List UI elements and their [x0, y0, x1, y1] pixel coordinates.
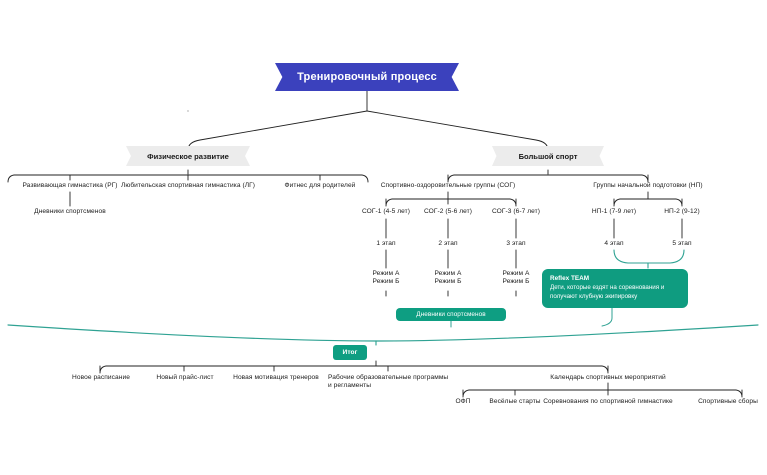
branch-node-label: Физическое развитие: [147, 151, 229, 161]
node-label: СОГ-1 (4-5 лет): [361, 208, 411, 215]
node-calendar-fun-starts[interactable]: Весёлые старты: [482, 398, 548, 406]
node-label: Календарь спортивных мероприятий: [550, 374, 666, 381]
node-modes-2[interactable]: Режим А Режим Б: [422, 270, 474, 287]
node-label: ОФП: [455, 398, 471, 405]
pill-athlete-diaries[interactable]: Дневники спортсменов: [396, 308, 506, 321]
mode-label-b: Режим Б: [434, 278, 462, 286]
node-label: Весёлые старты: [489, 398, 541, 405]
node-sog-1[interactable]: СОГ-1 (4-5 лет): [350, 208, 422, 216]
node-outcome-sports-calendar[interactable]: Календарь спортивных мероприятий: [528, 374, 688, 382]
mode-label-b: Режим Б: [372, 278, 400, 286]
branch-node-big-sport[interactable]: Большой спорт: [492, 146, 604, 166]
node-calendar-ofp[interactable]: ОФП: [440, 398, 486, 406]
root-node-training-process[interactable]: Тренировочный процесс: [275, 63, 459, 91]
node-label: 1 этап: [376, 240, 396, 247]
node-label: Новая мотивация тренеров: [233, 374, 319, 381]
node-outcome-coach-motivation[interactable]: Новая мотивация тренеров: [226, 374, 326, 382]
node-label: Группы начальной подготовки (НП): [593, 182, 703, 189]
node-amateur-sports-gymnastics[interactable]: Любительская спортивная гимнастика (ЛГ): [110, 182, 266, 190]
node-developmental-gymnastics[interactable]: Развивающая гимнастика (РГ): [0, 182, 140, 190]
node-label: Любительская спортивная гимнастика (ЛГ): [120, 182, 256, 189]
root-node-label: Тренировочный процесс: [297, 71, 437, 83]
node-label: Новое расписание: [72, 374, 130, 381]
node-sog-3[interactable]: СОГ-3 (6-7 лет): [480, 208, 552, 216]
node-np-1[interactable]: НП-1 (7-9 лет): [580, 208, 648, 216]
node-calendar-competitions[interactable]: Соревнования по спортивной гимнастике: [538, 398, 678, 406]
node-outcome-new-price-list[interactable]: Новый прайс-лист: [144, 374, 226, 382]
node-label: НП-1 (7-9 лет): [591, 208, 637, 215]
node-label: СОГ-2 (5-6 лет): [423, 208, 473, 215]
node-label: Рабочие образовательные программы и регл…: [328, 374, 449, 390]
node-label: Соревнования по спортивной гимнастике: [543, 398, 673, 405]
node-label: 5 этап: [672, 240, 692, 247]
mode-label-b: Режим Б: [502, 278, 530, 286]
node-label: Дневники спортсменов: [34, 208, 106, 215]
mode-label-a: Режим А: [372, 270, 400, 277]
node-athlete-diaries-left[interactable]: Дневники спортсменов: [14, 208, 126, 216]
node-stage-3[interactable]: 3 этап: [490, 240, 542, 248]
node-stage-5[interactable]: 5 этап: [656, 240, 708, 248]
node-calendar-training-camps[interactable]: Спортивные сборы: [690, 398, 766, 406]
callout-description: Дети, которые ездят на соревнования и по…: [550, 284, 665, 301]
node-label: Фитнес для родителей: [284, 182, 356, 189]
node-modes-3[interactable]: Режим А Режим Б: [490, 270, 542, 287]
node-label: НП-2 (9-12): [664, 208, 700, 215]
node-label: 2 этап: [438, 240, 458, 247]
node-label: 4 этап: [604, 240, 624, 247]
node-stage-1[interactable]: 1 этап: [360, 240, 412, 248]
node-label: Спортивно-оздоровительные группы (СОГ): [380, 182, 516, 189]
mode-label-a: Режим А: [434, 270, 462, 277]
pill-result[interactable]: Итог: [333, 345, 367, 360]
mode-label-a: Режим А: [502, 270, 530, 277]
node-fitness-for-parents[interactable]: Фитнес для родителей: [266, 182, 374, 190]
node-label: Новый прайс-лист: [156, 374, 214, 381]
pill-label: Дневники спортсменов: [416, 311, 486, 318]
node-np-2[interactable]: НП-2 (9-12): [650, 208, 714, 216]
node-outcome-new-schedule[interactable]: Новое расписание: [58, 374, 144, 382]
branch-node-physical-development[interactable]: Физическое развитие: [126, 146, 250, 166]
node-stage-4[interactable]: 4 этап: [588, 240, 640, 248]
node-outcome-education-programs[interactable]: Рабочие образовательные программы и регл…: [328, 374, 450, 391]
node-sog-groups[interactable]: Спортивно-оздоровительные группы (СОГ): [368, 182, 528, 190]
node-label: 3 этап: [506, 240, 526, 247]
node-modes-1[interactable]: Режим А Режим Б: [360, 270, 412, 287]
node-label: СОГ-3 (6-7 лет): [491, 208, 541, 215]
callout-title: Reflex TEAM: [550, 275, 590, 282]
node-stage-2[interactable]: 2 этап: [422, 240, 474, 248]
node-np-groups[interactable]: Группы начальной подготовки (НП): [568, 182, 728, 190]
node-sog-2[interactable]: СОГ-2 (5-6 лет): [412, 208, 484, 216]
pill-label: Итог: [342, 349, 358, 356]
branch-node-label: Большой спорт: [518, 151, 578, 161]
node-label: Спортивные сборы: [698, 398, 758, 405]
callout-reflex-team[interactable]: Reflex TEAM Дети, которые ездят на сорев…: [542, 269, 688, 309]
node-label: Развивающая гимнастика (РГ): [22, 182, 118, 189]
